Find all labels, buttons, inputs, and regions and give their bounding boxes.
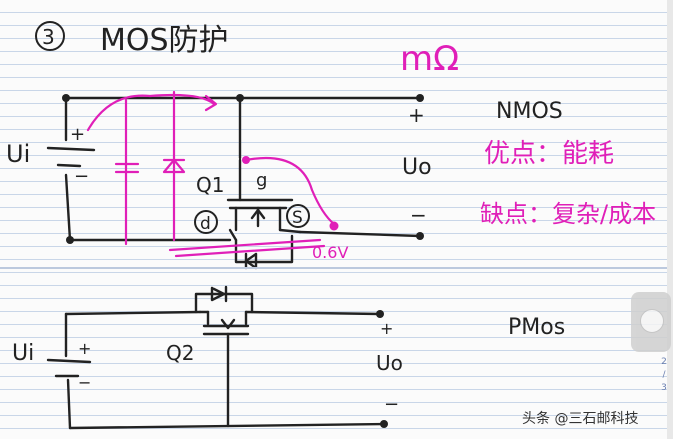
nmos-notes: NMOS 优点：能耗 缺点：复杂/成本 (480, 99, 656, 228)
pmos-source-wire-bottom (66, 378, 72, 430)
pmos-output-minus: − (384, 394, 399, 415)
mosfet-q2-diode-loop (194, 292, 254, 314)
mosfet-q2-diode-triangle (210, 286, 226, 302)
pmos-output-plus: + (380, 319, 393, 338)
output-minus: − (410, 203, 427, 227)
pmos-source-plus: + (78, 339, 91, 358)
node-top-left (62, 94, 70, 102)
pmos-top-wire-left (64, 310, 202, 316)
scroll-handle[interactable] (631, 292, 671, 352)
pmos-type-label: PMos (508, 315, 565, 340)
pink-annotations: 0.6V (86, 90, 348, 262)
battery-short-plate (56, 163, 82, 168)
unit-note: mΩ (400, 39, 459, 79)
pink-source-dot (329, 221, 339, 231)
pmos-source-minus: − (78, 373, 91, 392)
source-label: Ui (6, 140, 30, 168)
nmos-advantage: 优点：能耗 (484, 139, 614, 169)
page-indicator: 2 / 3 (661, 357, 667, 393)
pink-underline-1 (168, 238, 322, 252)
node-bottom-left (66, 236, 74, 244)
output-label: Uo (402, 155, 432, 180)
pmos-top-wire-right (244, 310, 382, 316)
pmos-node-bottom-right (380, 420, 388, 428)
drain-circle (194, 210, 218, 234)
header-number-circle (35, 21, 65, 51)
pink-gate-curve (244, 156, 336, 226)
watermark-text: 头条 @三石邮科技 (522, 411, 639, 427)
scroll-handle-knob-icon[interactable] (640, 309, 664, 333)
pink-underline-2 (174, 244, 326, 258)
source-terminal-label: S (292, 208, 303, 228)
source-wire-bottom (64, 173, 72, 242)
current-arc-arrow (204, 94, 218, 112)
source-circle (286, 204, 310, 228)
scrollbar-track[interactable] (667, 0, 673, 439)
source-minus: − (74, 166, 89, 187)
node-top-right (416, 94, 424, 102)
header-title: MOS防护 (100, 23, 229, 58)
pmos-node-top-right (376, 310, 384, 318)
header-number: 3 (42, 25, 55, 49)
q2-label: Q2 (166, 341, 194, 365)
pmos-circuit: Ui + − Q2 + Uo − (12, 285, 403, 430)
q1-label: Q1 (196, 173, 224, 197)
voltage-note: 0.6V (312, 243, 348, 262)
mosfet-q1 (228, 206, 302, 242)
current-arc (86, 93, 216, 132)
nmos-type-label: NMOS (496, 99, 563, 124)
mosfet-q2-arrow (220, 318, 236, 330)
pmos-battery-long-plate (46, 358, 92, 364)
mosfet-q1-arrow (250, 208, 266, 220)
pmos-source-label: Ui (12, 341, 34, 366)
nmos-circuit: Ui + − g Q1 d S + Uo (6, 90, 432, 270)
source-plus: + (70, 124, 85, 145)
body-diode-triangle (244, 252, 258, 270)
drain-label: d (200, 214, 211, 234)
header: 3 MOS防护 mΩ (35, 21, 459, 79)
output-plus: + (408, 103, 425, 127)
pink-zener-triangle (162, 158, 186, 174)
mosfet-q2 (194, 285, 254, 428)
bottom-wire-right (298, 230, 422, 238)
battery-long-plate (46, 146, 96, 152)
gate-label: g (256, 170, 267, 191)
pmos-output-label: Uo (376, 351, 403, 375)
nmos-disadvantage: 缺点：复杂/成本 (480, 200, 656, 228)
mosfet-q1-source-link (278, 228, 302, 234)
mosfet-q1-drain-link (228, 228, 238, 242)
